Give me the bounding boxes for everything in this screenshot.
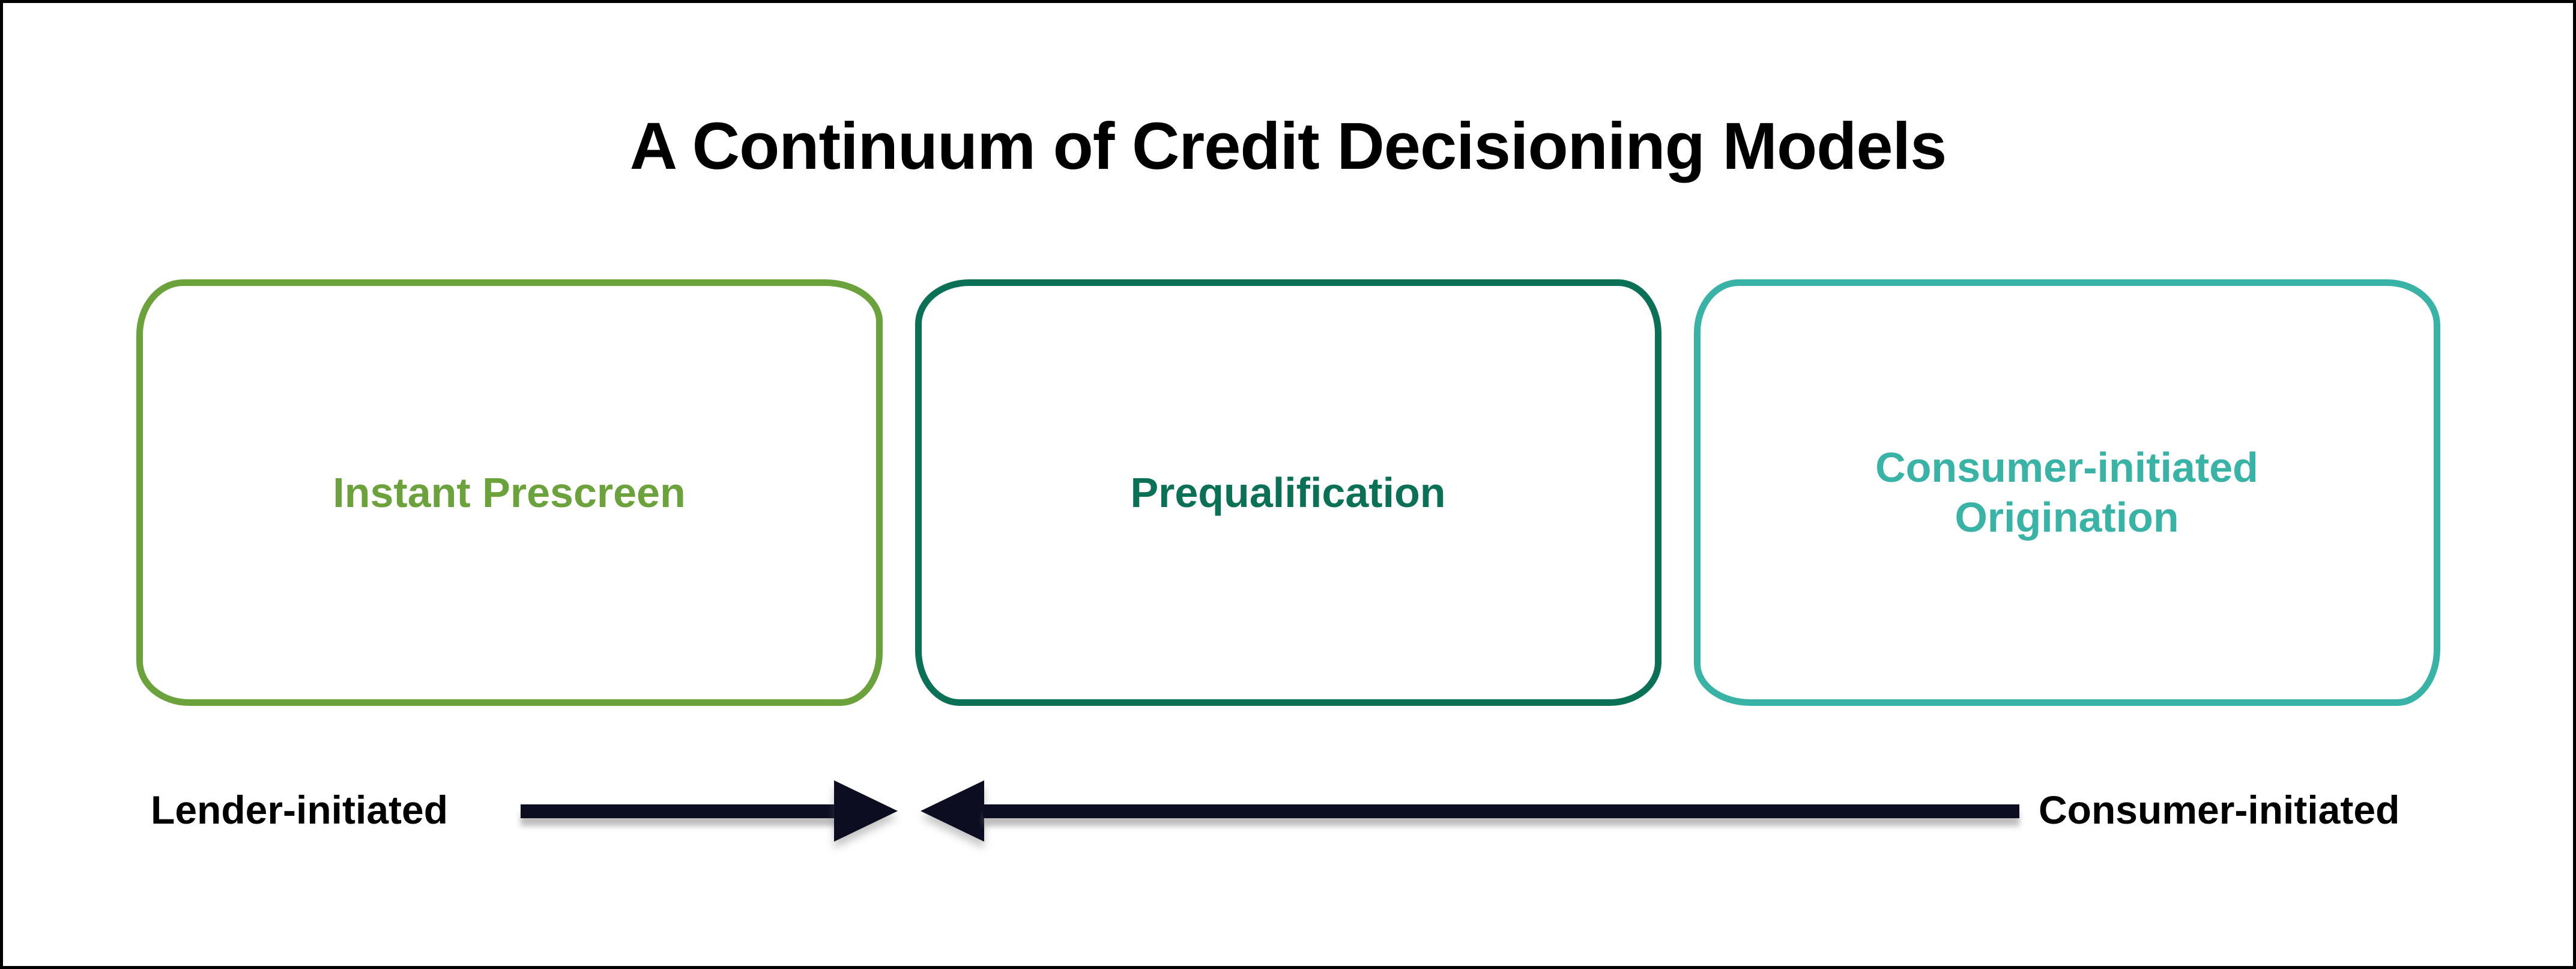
model-boxes-row: Instant Prescreen Prequalification Consu… (3, 279, 2573, 706)
consumer-initiated-label: Consumer-initiated (2039, 788, 2400, 832)
box-instant-prescreen-label: Instant Prescreen (333, 469, 686, 516)
consumer-arrow-shaft (983, 804, 2019, 818)
arrow-right-icon (834, 780, 898, 842)
box-prequalification: Prequalification (915, 279, 1661, 706)
page-title: A Continuum of Credit Decisioning Models (629, 109, 1947, 183)
box-prequalification-label: Prequalification (1130, 469, 1446, 516)
lender-initiated-label: Lender-initiated (151, 788, 449, 832)
box-consumer-initiated-origination-label: Consumer-initiated Origination (1875, 444, 2258, 541)
arrow-left-icon (921, 780, 984, 842)
box-instant-prescreen: Instant Prescreen (136, 279, 883, 706)
box-consumer-initiated-origination: Consumer-initiated Origination (1693, 279, 2440, 706)
lender-arrow-shaft (521, 804, 838, 818)
